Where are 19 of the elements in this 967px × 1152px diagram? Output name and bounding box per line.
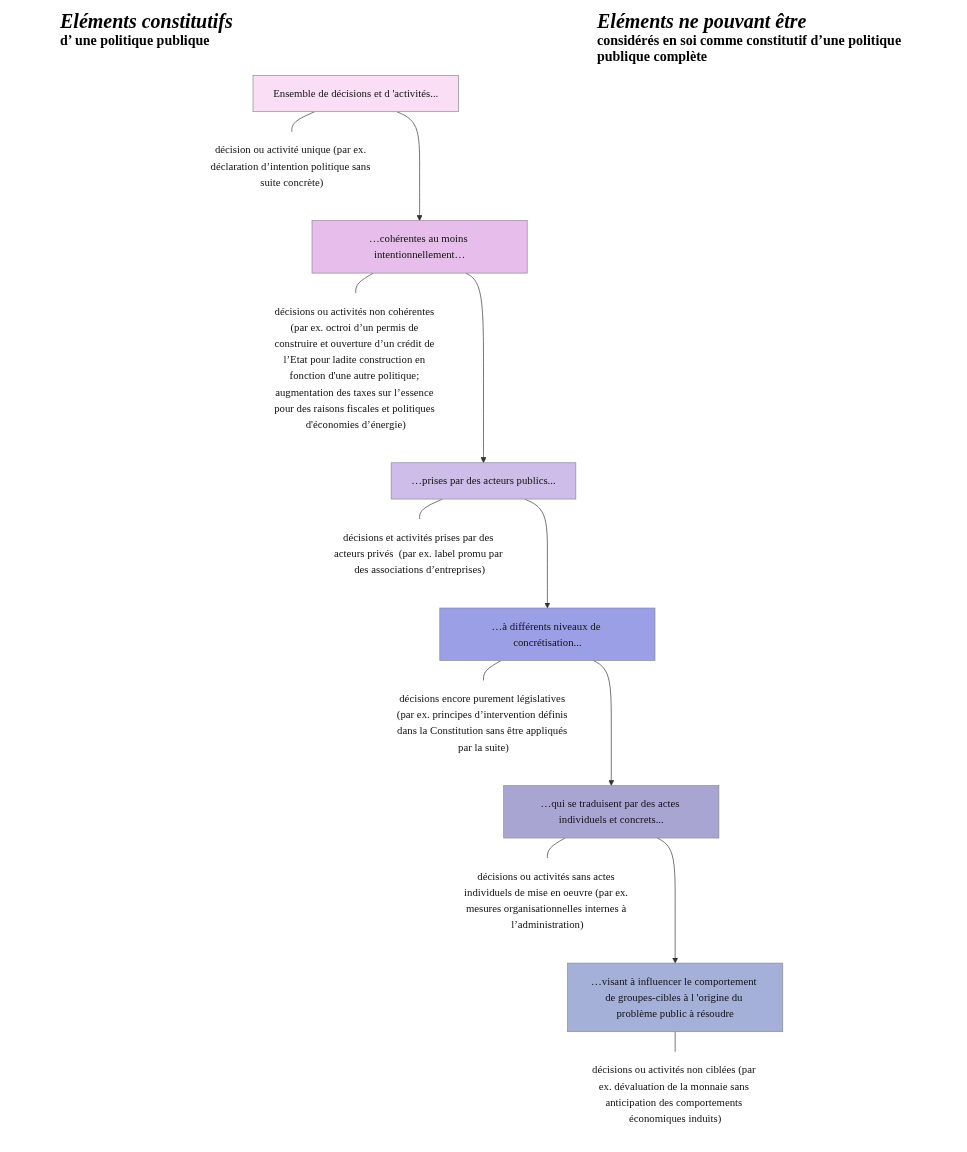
node-text: décisions ou activités non ciblées (par ex. dévaluation de la monnaie sans anticipation des comportements économiques induits) xyxy=(592,1063,756,1124)
node-text: décision ou activité unique (par ex. déclaration d’intention politique sans suite concrète) xyxy=(210,143,371,188)
node-box: Ensemble de décisions et d 'activités... xyxy=(252,75,459,113)
node-box: …qui se traduisent par des actes individuels et concrets... xyxy=(503,785,720,839)
connector xyxy=(483,660,502,681)
column-subheading: d’ une politique publique xyxy=(60,33,211,49)
connector xyxy=(291,111,315,133)
node-box: …prises par des acteurs publics... xyxy=(390,462,577,500)
node-box: …cohérentes au moins intentionnellement… xyxy=(311,220,528,274)
node-box: …visant à influencer le comportement de groupes-cibles à l 'origine du problème public à résoudre xyxy=(567,962,784,1033)
column-subheading: considérés en soi comme constitutif d’une politique publique complète xyxy=(597,33,903,65)
column-heading: Eléments constitutifs xyxy=(60,10,234,33)
node-text: décisions ou activités sans actes individuels de mise en oeuvre (par ex. mesures organisationnelles internes à l’administration) xyxy=(464,870,629,931)
connector xyxy=(355,272,374,294)
column-heading: Eléments ne pouvant être xyxy=(597,10,808,33)
node-text: décisions encore purement législatives (par ex. principes d’intervention définis dans la Constitution sans être appliqués par la suite) xyxy=(396,692,568,753)
node-text: décisions ou activités non cohérentes (par ex. octroi d’un permis de construire et ouverture d’un crédit de l’Etat pour ladite construction en fonction d'une autre politique; augmentation des taxes sur l’essence pour des raisons fiscales et politiques d'économies d’énergie) xyxy=(274,305,435,430)
node-box: …à différents niveaux de concrétisation... xyxy=(439,607,656,661)
node-text: décisions et activités prises par des acteurs privés (par ex. label promu par des associations d’entreprises) xyxy=(334,531,503,576)
